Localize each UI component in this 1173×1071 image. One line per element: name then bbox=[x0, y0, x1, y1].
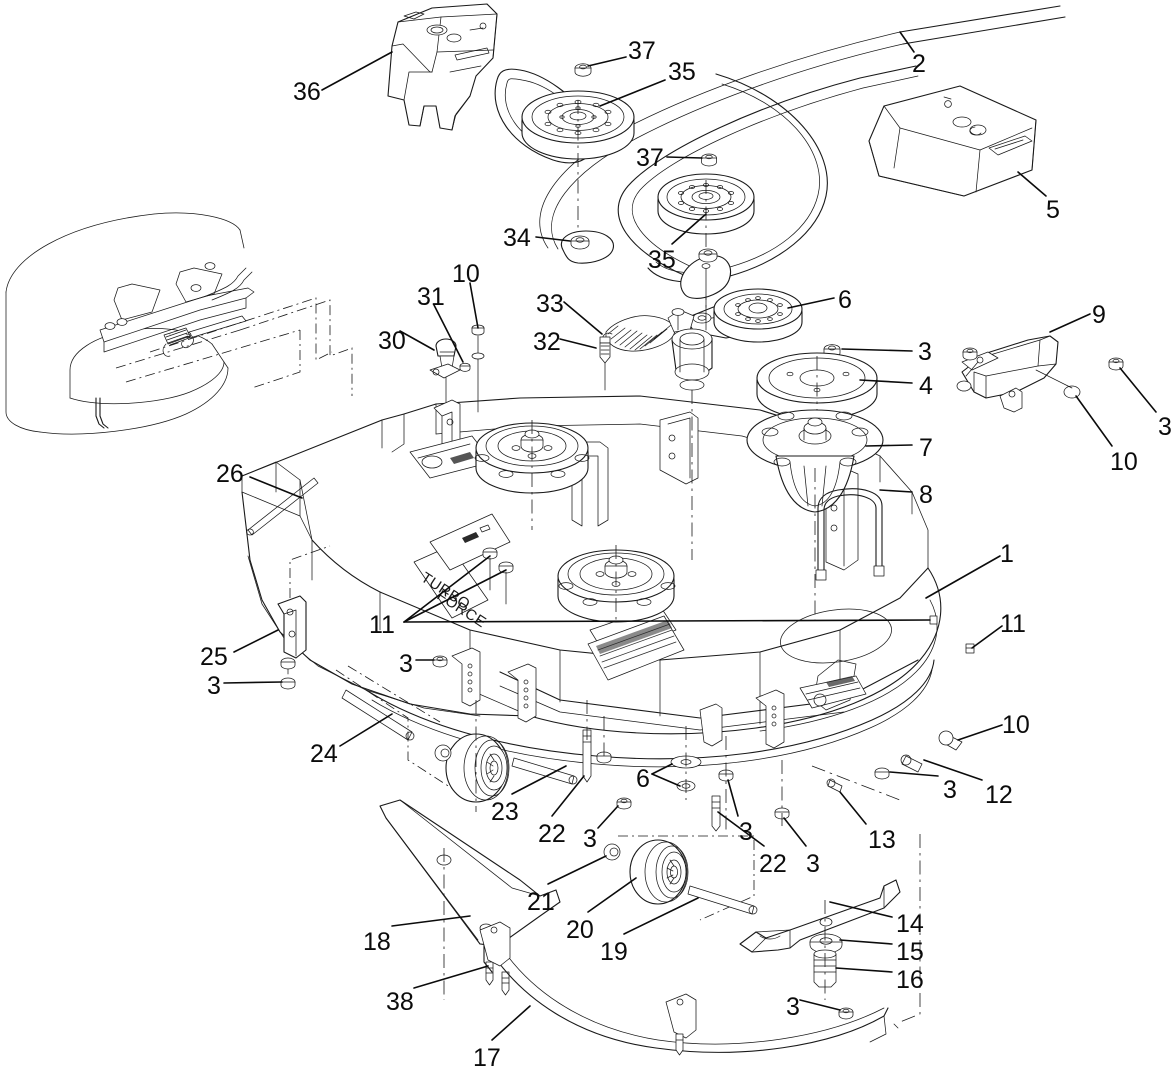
part-37b-nut bbox=[701, 153, 717, 167]
part-25-link bbox=[277, 545, 331, 690]
callout-number-3i: 3 bbox=[786, 993, 800, 1021]
callout-number-6a: 6 bbox=[838, 286, 852, 314]
part-23-wheel-left bbox=[445, 700, 510, 812]
callout-number-37a: 37 bbox=[628, 37, 656, 65]
callout-number-16: 16 bbox=[896, 966, 924, 994]
part-32-pin bbox=[599, 336, 611, 391]
part-11-rightbolt bbox=[929, 615, 938, 625]
callout-number-3a: 3 bbox=[918, 338, 932, 366]
callout-number-33: 33 bbox=[536, 290, 564, 318]
part-21-bushing bbox=[603, 843, 621, 861]
callout-number-3d: 3 bbox=[207, 672, 221, 700]
part-35b-pulley bbox=[657, 173, 755, 320]
part-3c-nut bbox=[432, 655, 448, 668]
part-17-front-baffle bbox=[479, 834, 921, 1056]
part-22a-rod bbox=[511, 757, 578, 785]
callout-number-3f: 3 bbox=[739, 818, 753, 846]
callout-number-13: 13 bbox=[868, 826, 896, 854]
part-6-idler-arm bbox=[667, 263, 803, 560]
callout-number-5: 5 bbox=[1046, 196, 1060, 224]
callout-number-36: 36 bbox=[293, 78, 321, 106]
callout-number-2: 2 bbox=[912, 50, 926, 78]
callout-number-25: 25 bbox=[200, 643, 228, 671]
part-37a-nut bbox=[574, 63, 592, 77]
part-16-bolt bbox=[813, 900, 837, 1000]
callout-number-38: 38 bbox=[386, 988, 414, 1016]
callout-number-15: 15 bbox=[896, 938, 924, 966]
callout-number-35b: 35 bbox=[648, 246, 676, 274]
callout-number-21: 21 bbox=[527, 888, 555, 916]
lower-fasteners bbox=[582, 700, 963, 832]
part-28-spring bbox=[162, 327, 194, 357]
callout-number-3g: 3 bbox=[583, 825, 597, 853]
part-3g-nut bbox=[616, 797, 632, 810]
callout-number-17: 17 bbox=[473, 1044, 501, 1071]
part-18-baffle bbox=[379, 799, 561, 1000]
part-8-ubolt bbox=[815, 488, 885, 581]
part-34-idler-pad bbox=[561, 230, 614, 264]
part-14-blade bbox=[739, 879, 901, 953]
callout-number-3c: 3 bbox=[399, 650, 413, 678]
part-20-wheel-right bbox=[618, 835, 755, 921]
callout-number-34: 34 bbox=[503, 224, 531, 252]
idler-pad-lower bbox=[680, 248, 731, 299]
callout-number-12: 12 bbox=[985, 781, 1013, 809]
part-31-nut bbox=[459, 362, 471, 372]
callout-number-9: 9 bbox=[1092, 301, 1106, 329]
callout-number-24: 24 bbox=[310, 740, 338, 768]
callout-number-3h: 3 bbox=[806, 850, 820, 878]
deck-pulley-left bbox=[474, 420, 590, 530]
part-36-cover bbox=[387, 3, 498, 131]
callout-number-23: 23 bbox=[491, 798, 519, 826]
bushing-left bbox=[434, 744, 452, 762]
part-9-bracket bbox=[956, 335, 1124, 413]
callout-number-18: 18 bbox=[363, 928, 391, 956]
callout-number-31: 31 bbox=[417, 283, 445, 311]
callout-number-26: 26 bbox=[216, 460, 244, 488]
part-38-bolts bbox=[485, 961, 510, 996]
callout-number-14: 14 bbox=[896, 910, 924, 938]
part-2-drive-belt bbox=[539, 5, 1066, 250]
callout-number-8: 8 bbox=[919, 481, 933, 509]
part-5-cover bbox=[868, 85, 1037, 197]
callout-number-19: 19 bbox=[600, 938, 628, 966]
part-30-fitting bbox=[429, 338, 461, 405]
callout-leaders bbox=[223, 31, 1157, 1041]
part-7-spindle bbox=[746, 409, 884, 620]
callout-number-7: 7 bbox=[919, 434, 933, 462]
callout-number-10b: 10 bbox=[1110, 448, 1138, 476]
part-19-rod bbox=[687, 885, 758, 915]
callout-number-10a: 10 bbox=[452, 260, 480, 288]
callout-number-35a: 35 bbox=[668, 58, 696, 86]
callout-number-4: 4 bbox=[919, 372, 933, 400]
callout-number-3e: 3 bbox=[943, 776, 957, 804]
callout-number-11b: 11 bbox=[1000, 610, 1026, 638]
part-4-pulley bbox=[756, 352, 878, 428]
mount-plate-27 bbox=[99, 262, 333, 369]
callout-number-6b: 6 bbox=[636, 765, 650, 793]
callout-number-3b: 3 bbox=[1158, 413, 1172, 441]
deck-pulley-center bbox=[557, 545, 676, 623]
callout-number-32: 32 bbox=[533, 328, 561, 356]
callout-number-20: 20 bbox=[566, 916, 594, 944]
callout-number-30: 30 bbox=[378, 327, 406, 355]
callout-number-10c: 10 bbox=[1002, 711, 1030, 739]
callout-number-22a: 22 bbox=[538, 820, 566, 848]
callout-number-1: 1 bbox=[1000, 540, 1014, 568]
callout-number-22b: 22 bbox=[759, 850, 787, 878]
part-35a-pulley bbox=[521, 90, 635, 240]
callout-number-37b: 37 bbox=[636, 144, 664, 172]
callout-number-11a: 11 bbox=[369, 611, 395, 639]
part-24-roller bbox=[335, 665, 471, 801]
deck-decals bbox=[409, 435, 867, 709]
